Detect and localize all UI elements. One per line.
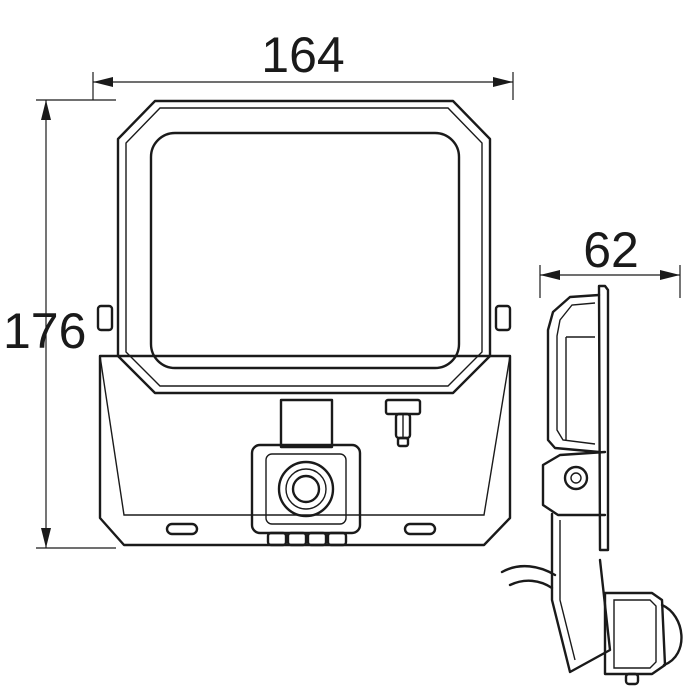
side-pivot-inner — [570, 472, 582, 484]
pivot-knob-right — [494, 304, 512, 332]
bracket-slot-right — [403, 522, 437, 536]
height-dimension: 176 — [3, 99, 116, 549]
mounting-bracket-inner — [99, 355, 511, 516]
cable-gland — [384, 398, 422, 448]
side-front-plate — [597, 284, 610, 552]
side-view — [500, 284, 683, 686]
side-sensor-dome — [660, 603, 683, 667]
housing-inner — [125, 107, 483, 387]
sensor-face — [265, 453, 347, 525]
side-housing — [546, 293, 601, 454]
side-bracket — [541, 450, 607, 517]
sensor-lens-inner — [291, 474, 321, 504]
side-sensor-knob — [624, 672, 640, 686]
lens-panel — [149, 131, 461, 370]
side-lower-arm — [550, 512, 612, 674]
sensor-adjust-knobs — [266, 531, 348, 547]
width-dimension: 164 — [92, 27, 514, 100]
depth-dimension-label: 62 — [583, 222, 639, 278]
side-pivot-outer — [563, 465, 589, 491]
sensor-neck — [279, 398, 334, 449]
width-dimension-label: 164 — [261, 27, 344, 83]
front-view — [96, 99, 512, 547]
height-dimension-label: 176 — [3, 303, 86, 359]
side-cable — [500, 564, 557, 577]
sensor-lens-outer — [277, 460, 335, 518]
side-housing-inner — [556, 302, 596, 445]
depth-dimension: 62 — [539, 222, 681, 298]
bracket-slot-left — [165, 522, 199, 536]
sensor-body — [250, 443, 362, 535]
housing-outer — [116, 99, 492, 395]
pivot-knob-left — [96, 304, 114, 332]
sensor-lens-middle — [285, 468, 327, 510]
